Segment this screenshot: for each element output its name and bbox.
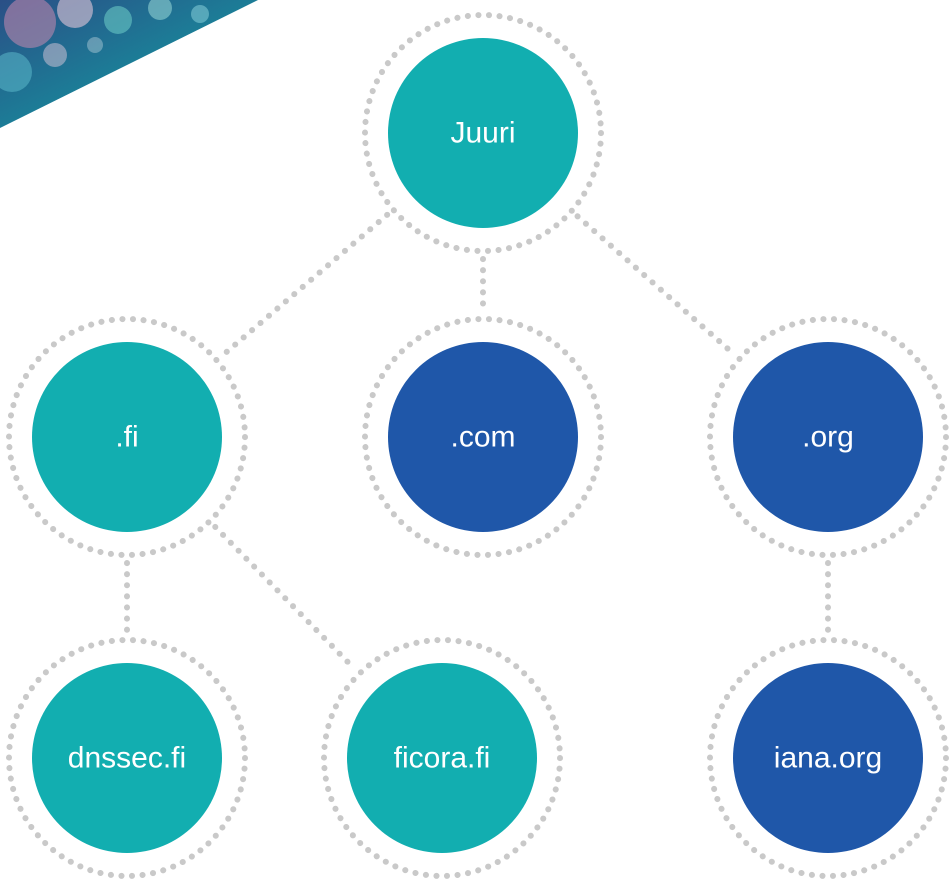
node-fi-circle xyxy=(32,342,222,532)
node-org-label: .org xyxy=(802,421,854,454)
node-dnssec-circle xyxy=(32,663,222,853)
node-com-circle xyxy=(388,342,578,532)
node-juuri: Juuri xyxy=(362,12,604,254)
node-dnssec-dotted-ring xyxy=(6,637,248,879)
node-iana-label: iana.org xyxy=(774,742,882,775)
edge-fi-ficora xyxy=(212,523,357,672)
node-juuri-label: Juuri xyxy=(450,117,515,150)
node-fi-label: .fi xyxy=(115,421,138,454)
node-ficora-circle xyxy=(347,663,537,853)
node-org-dotted-ring xyxy=(707,316,949,558)
node-fi: .fi xyxy=(6,316,248,558)
node-ficora: ficora.fi xyxy=(321,637,563,879)
node-iana-circle xyxy=(733,663,923,853)
node-fi-dotted-ring xyxy=(6,316,248,558)
node-org-circle xyxy=(733,342,923,532)
edge-juuri-org xyxy=(574,213,737,357)
node-dnssec-label: dnssec.fi xyxy=(68,742,186,775)
edge-juuri-fi xyxy=(219,211,391,359)
node-iana-dotted-ring xyxy=(707,637,949,879)
node-ficora-dotted-ring xyxy=(321,637,563,879)
node-com: .com xyxy=(362,316,604,558)
node-dnssec: dnssec.fi xyxy=(6,637,248,879)
node-com-dotted-ring xyxy=(362,316,604,558)
node-com-label: .com xyxy=(450,421,515,454)
node-juuri-dotted-ring xyxy=(362,12,604,254)
decorative-corner-image xyxy=(0,0,258,128)
node-ficora-label: ficora.fi xyxy=(394,742,491,775)
node-juuri-circle xyxy=(388,38,578,228)
node-org: .org xyxy=(707,316,949,558)
node-iana: iana.org xyxy=(707,637,949,879)
